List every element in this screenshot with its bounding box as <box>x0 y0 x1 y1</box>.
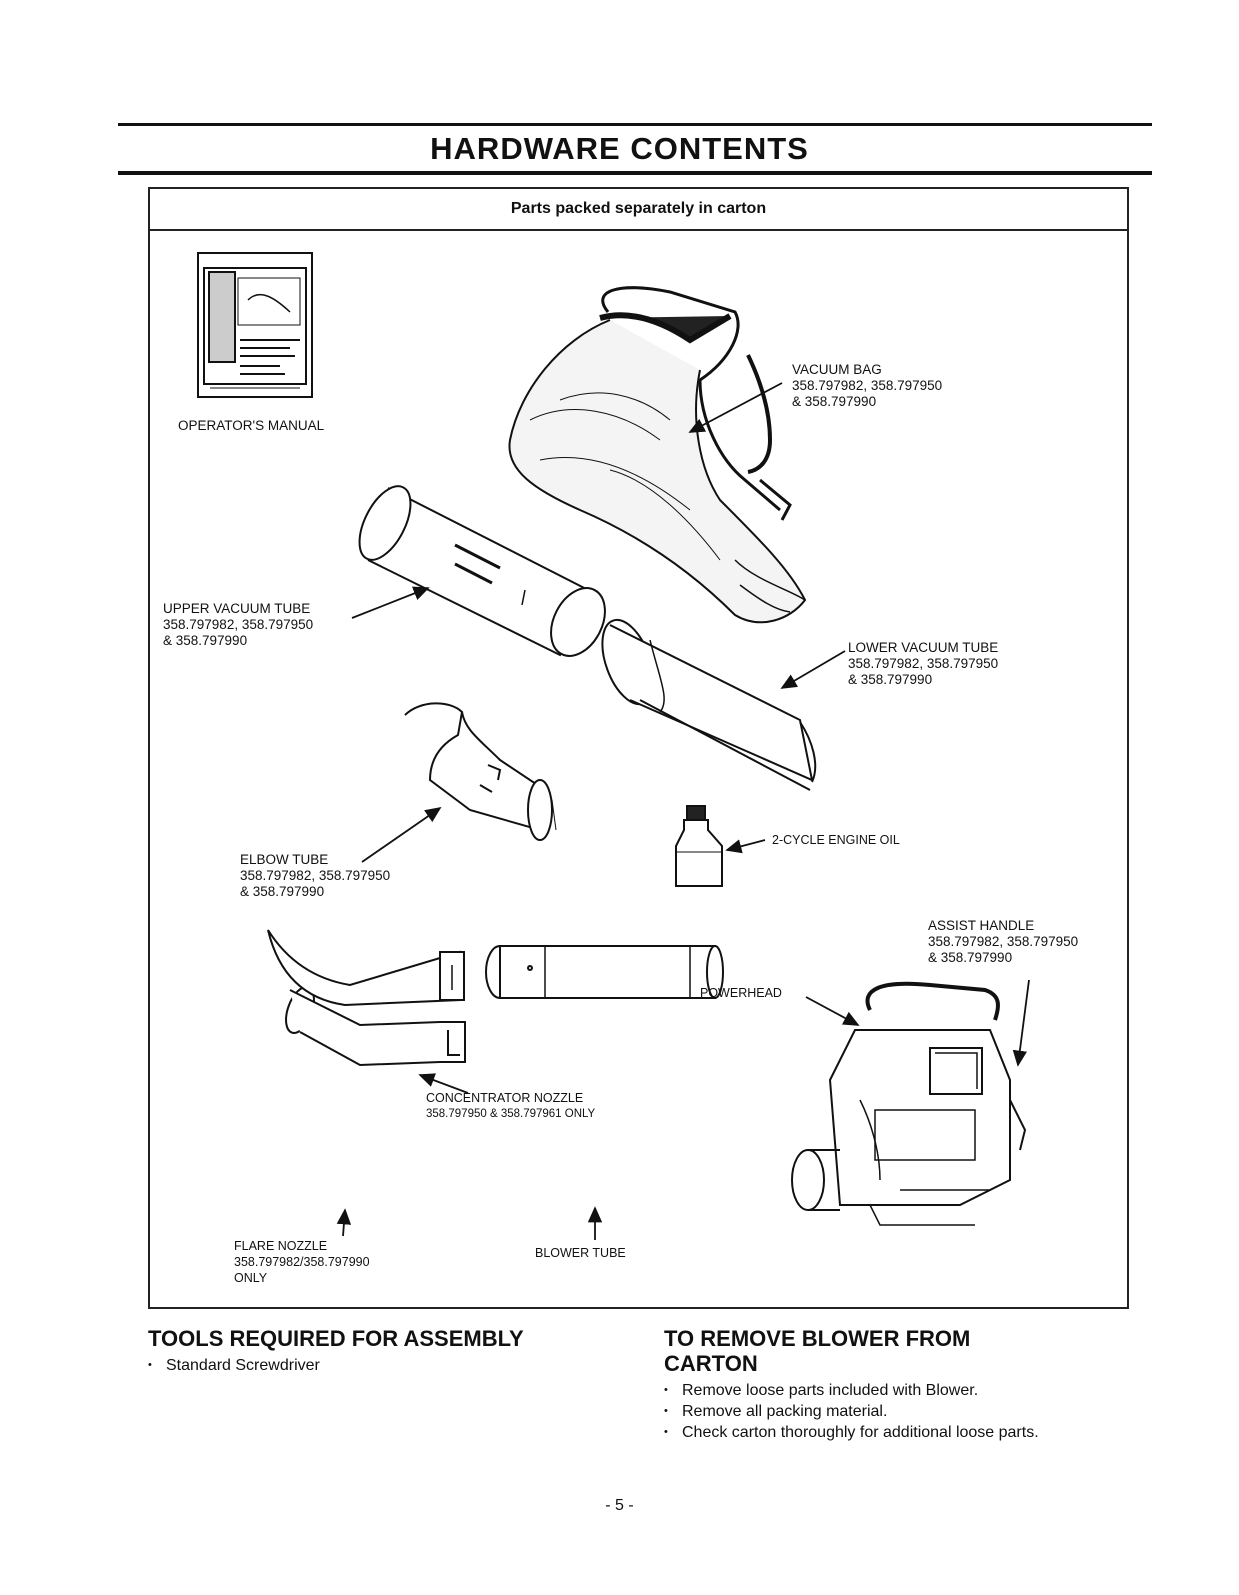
blower-tube-icon <box>485 945 724 999</box>
box-header: Parts packed separately in carton <box>150 189 1127 231</box>
assist-handle-arrow <box>1012 979 1030 1067</box>
page-number: - 5 - <box>605 1497 634 1514</box>
tools-heading: TOOLS REQUIRED FOR ASSEMBLY <box>148 1326 524 1351</box>
remove-heading: TO REMOVE BLOWER FROM CARTON <box>664 1326 971 1376</box>
list-item: Remove loose parts included with Blower. <box>664 1380 1039 1401</box>
operators-manual-icon <box>197 252 313 398</box>
title-rule <box>118 171 1152 175</box>
lower-vacuum-tube-icon <box>601 618 817 791</box>
elbow-tube-arrow <box>361 806 442 863</box>
vacuum-bag-arrow <box>688 382 783 433</box>
powerhead-icon <box>791 981 1027 1226</box>
label-engine-oil: 2-CYCLE ENGINE OIL <box>772 833 900 847</box>
flare-nozzle-icon <box>267 929 465 1007</box>
label-operators-manual: OPERATOR'S MANUAL <box>178 418 325 433</box>
vacuum-bag-icon <box>508 286 807 624</box>
upper-tube-arrow <box>351 586 430 619</box>
engine-oil-icon <box>675 805 723 887</box>
oil-arrow <box>725 839 766 854</box>
page-title: HARDWARE CONTENTS <box>430 131 809 166</box>
parts-box: Parts packed separately in carton <box>148 187 1129 1309</box>
top-rule <box>118 123 1152 126</box>
list-item: Standard Screwdriver <box>148 1355 320 1376</box>
list-item: Check carton thoroughly for additional l… <box>664 1422 1039 1443</box>
concentrator-nozzle-icon <box>285 986 466 1067</box>
tools-list: Standard Screwdriver <box>148 1355 320 1376</box>
upper-vacuum-tube-icon <box>358 485 606 657</box>
label-concentrator-nozzle: CONCENTRATOR NOZZLE 358.797950 & 358.797… <box>426 1091 596 1120</box>
lower-tube-arrow <box>780 650 846 689</box>
remove-list: Remove loose parts included with Blower.… <box>664 1380 1039 1443</box>
flare-nozzle-arrow <box>336 1208 352 1237</box>
label-elbow-tube: ELBOW TUBE 358.797982, 358.797950 & 358.… <box>240 852 391 899</box>
label-upper-vacuum-tube: UPPER VACUUM TUBE 358.797982, 358.797950… <box>163 601 314 648</box>
concentrator-arrow <box>418 1073 469 1094</box>
list-item: Remove all packing material. <box>664 1401 1039 1422</box>
label-lower-vacuum-tube: LOWER VACUUM TUBE 358.797982, 358.797950… <box>848 640 999 687</box>
label-blower-tube: BLOWER TUBE <box>535 1246 626 1260</box>
label-vacuum-bag: VACUUM BAG 358.797982, 358.797950 & 358.… <box>792 362 943 409</box>
label-assist-handle: ASSIST HANDLE 358.797982, 358.797950 & 3… <box>928 918 1079 965</box>
label-powerhead: POWERHEAD <box>700 986 782 1000</box>
label-flare-nozzle: FLARE NOZZLE 358.797982/358.797990 ONLY <box>234 1239 370 1285</box>
elbow-tube-icon <box>404 702 557 841</box>
powerhead-arrow <box>805 996 860 1026</box>
